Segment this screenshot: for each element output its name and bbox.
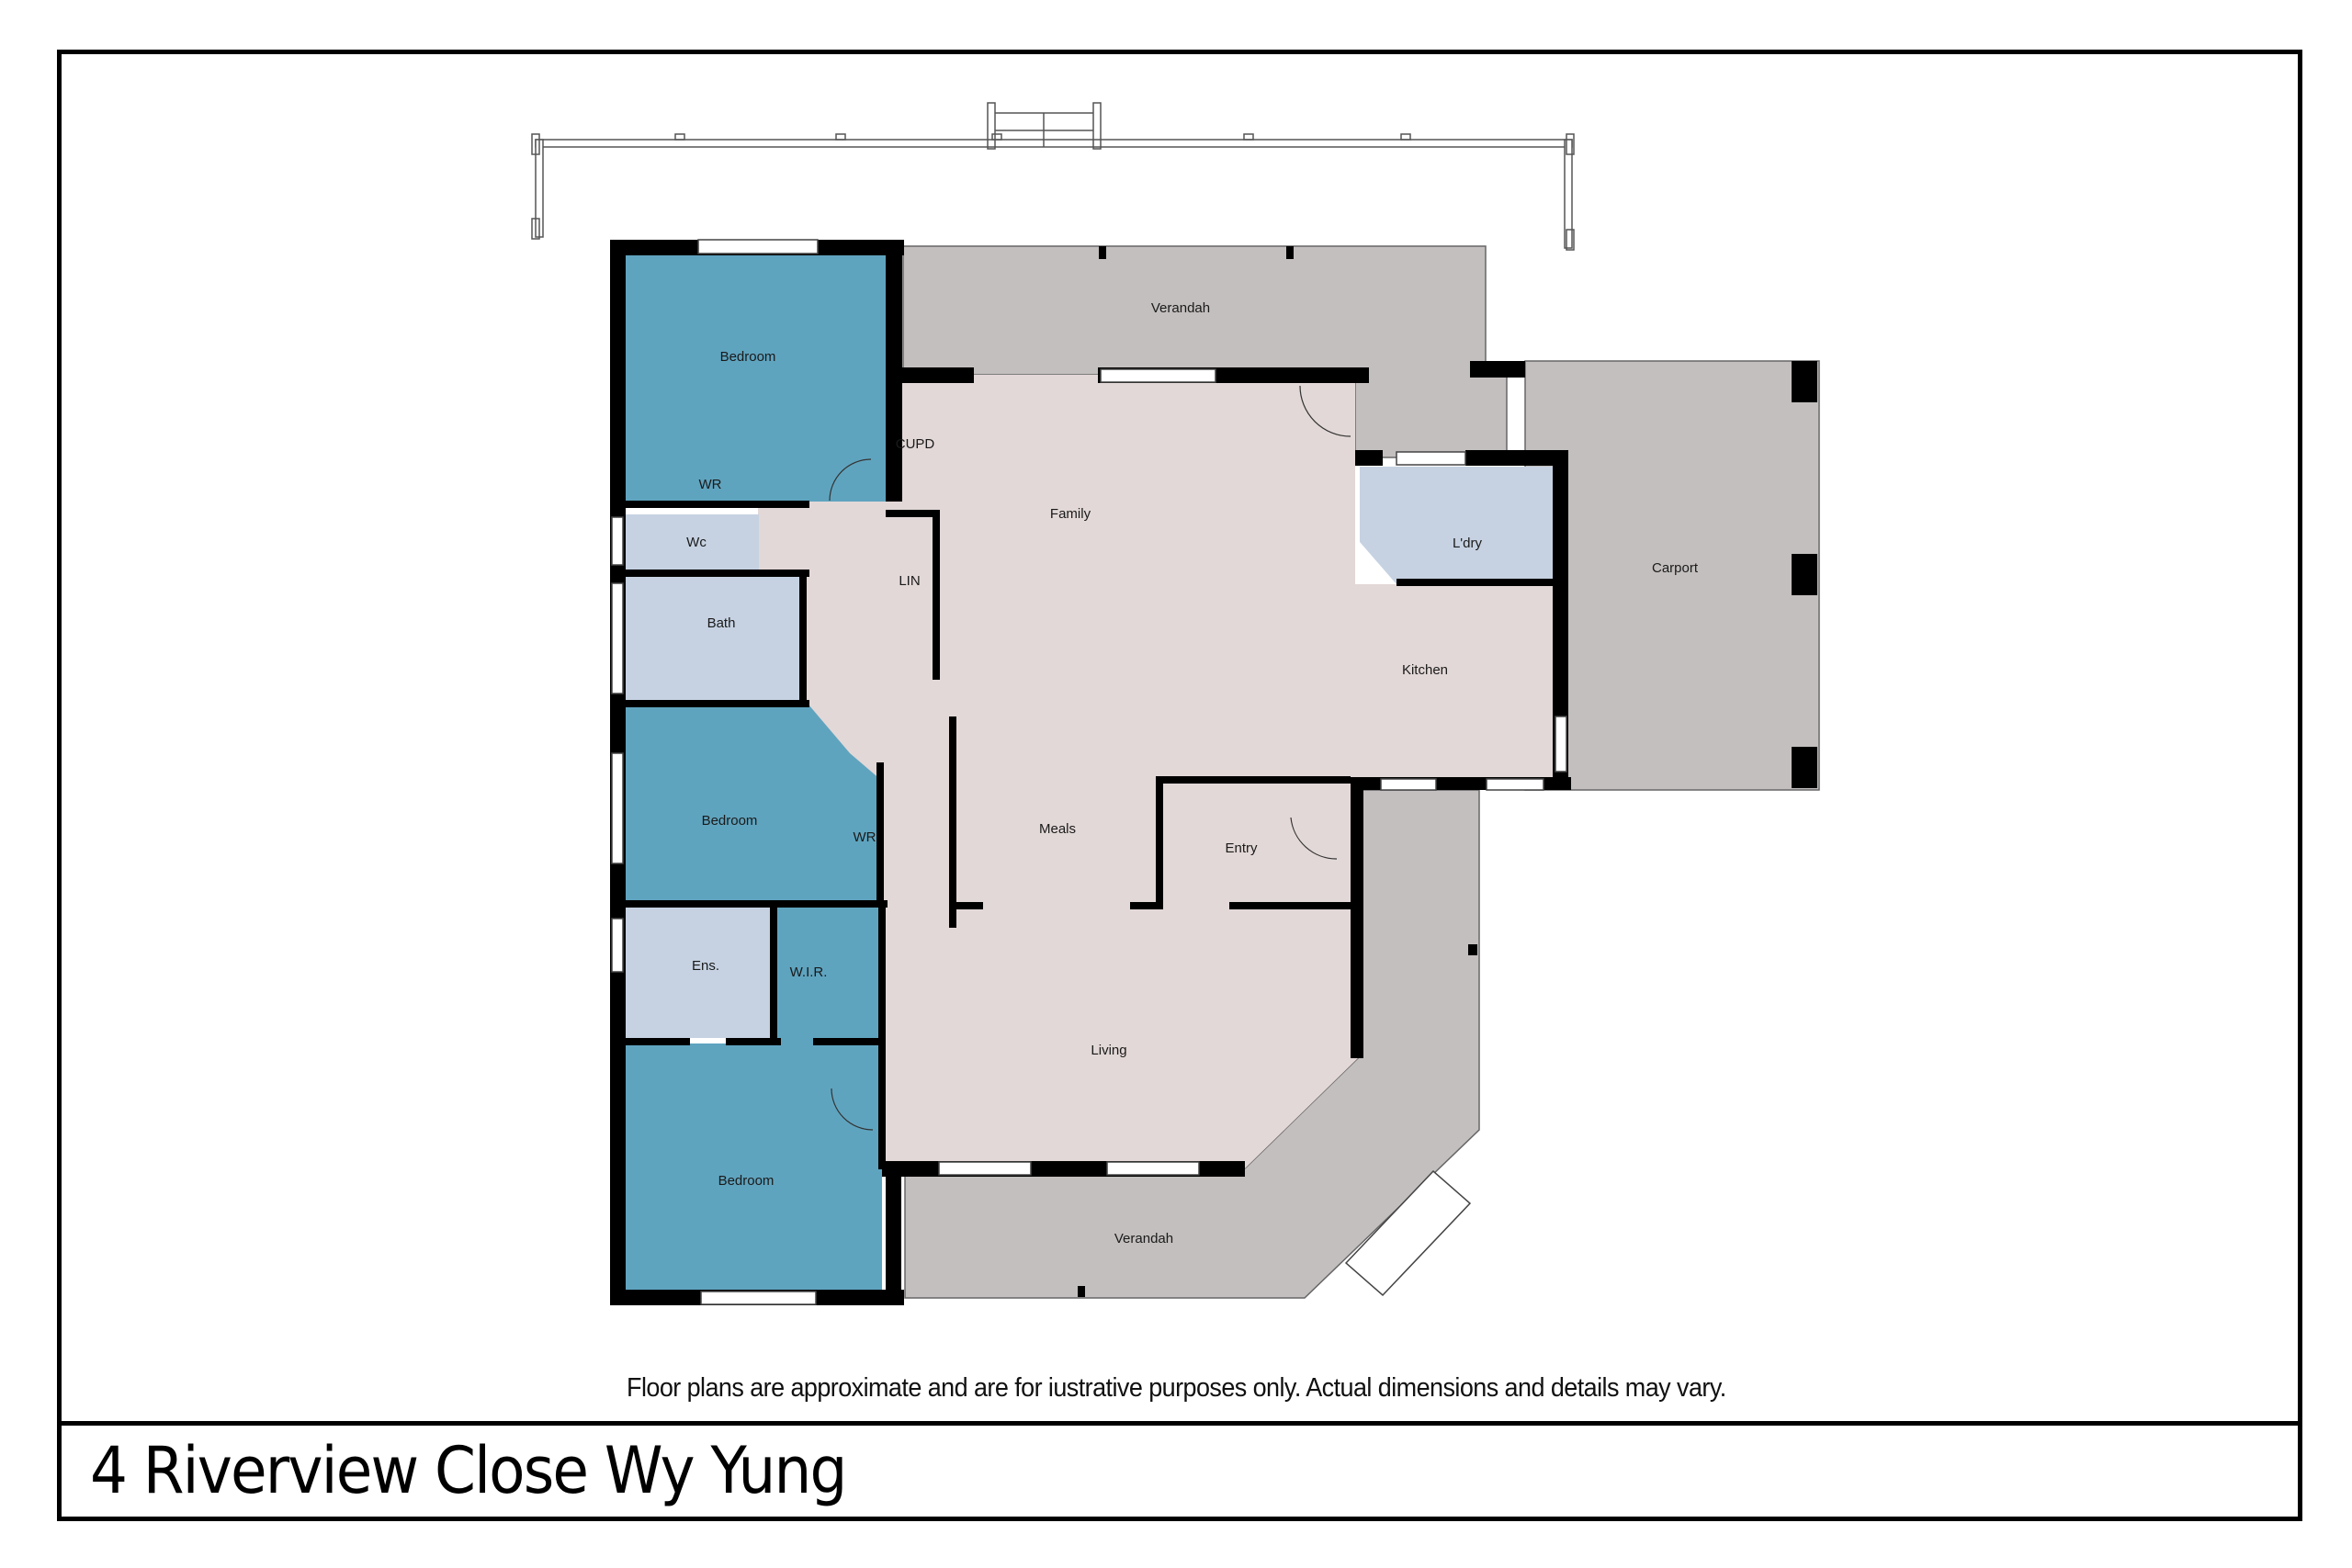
label-wr-2: WR — [854, 829, 876, 845]
label-bedroom-3: Bedroom — [718, 1173, 775, 1189]
label-carport: Carport — [1652, 560, 1699, 576]
label-verandah-top: Verandah — [1151, 300, 1210, 316]
label-laundry: L'dry — [1453, 536, 1483, 551]
label-bath: Bath — [707, 615, 736, 631]
wet-areas — [626, 467, 1553, 1038]
bedrooms — [626, 255, 886, 1290]
drawing-frame — [57, 50, 2302, 1521]
label-bedroom-1: Bedroom — [720, 349, 776, 365]
living-zone — [758, 375, 1553, 1168]
label-wir: W.I.R. — [790, 964, 828, 980]
label-living: Living — [1091, 1043, 1126, 1058]
front-steps — [1344, 1169, 1472, 1297]
title-divider — [57, 1421, 2302, 1426]
room-labels: Bedroom WR CUPD Wc LIN Bath Family Veran… — [686, 300, 1699, 1247]
label-bedroom-2: Bedroom — [702, 813, 758, 829]
windows — [611, 239, 1567, 1305]
label-meals: Meals — [1039, 821, 1076, 837]
label-entry: Entry — [1225, 840, 1258, 856]
label-cupd: CUPD — [896, 436, 935, 452]
label-family: Family — [1050, 506, 1091, 522]
label-lin: LIN — [899, 573, 920, 589]
property-address: 4 Riverview Close Wy Yung — [90, 1433, 847, 1508]
label-wc: Wc — [686, 535, 707, 550]
walls — [610, 240, 1571, 1305]
label-wr-1: WR — [699, 477, 722, 492]
carport — [1524, 360, 1820, 791]
label-kitchen: Kitchen — [1402, 662, 1448, 678]
label-verandah-bottom: Verandah — [1114, 1231, 1173, 1247]
door-swings — [829, 385, 1351, 1131]
disclaimer-text: Floor plans are approximate and are for … — [627, 1373, 1726, 1403]
carport-posts — [1078, 246, 1817, 1297]
rear-deck — [531, 102, 1575, 251]
label-ensuite: Ens. — [692, 958, 719, 974]
